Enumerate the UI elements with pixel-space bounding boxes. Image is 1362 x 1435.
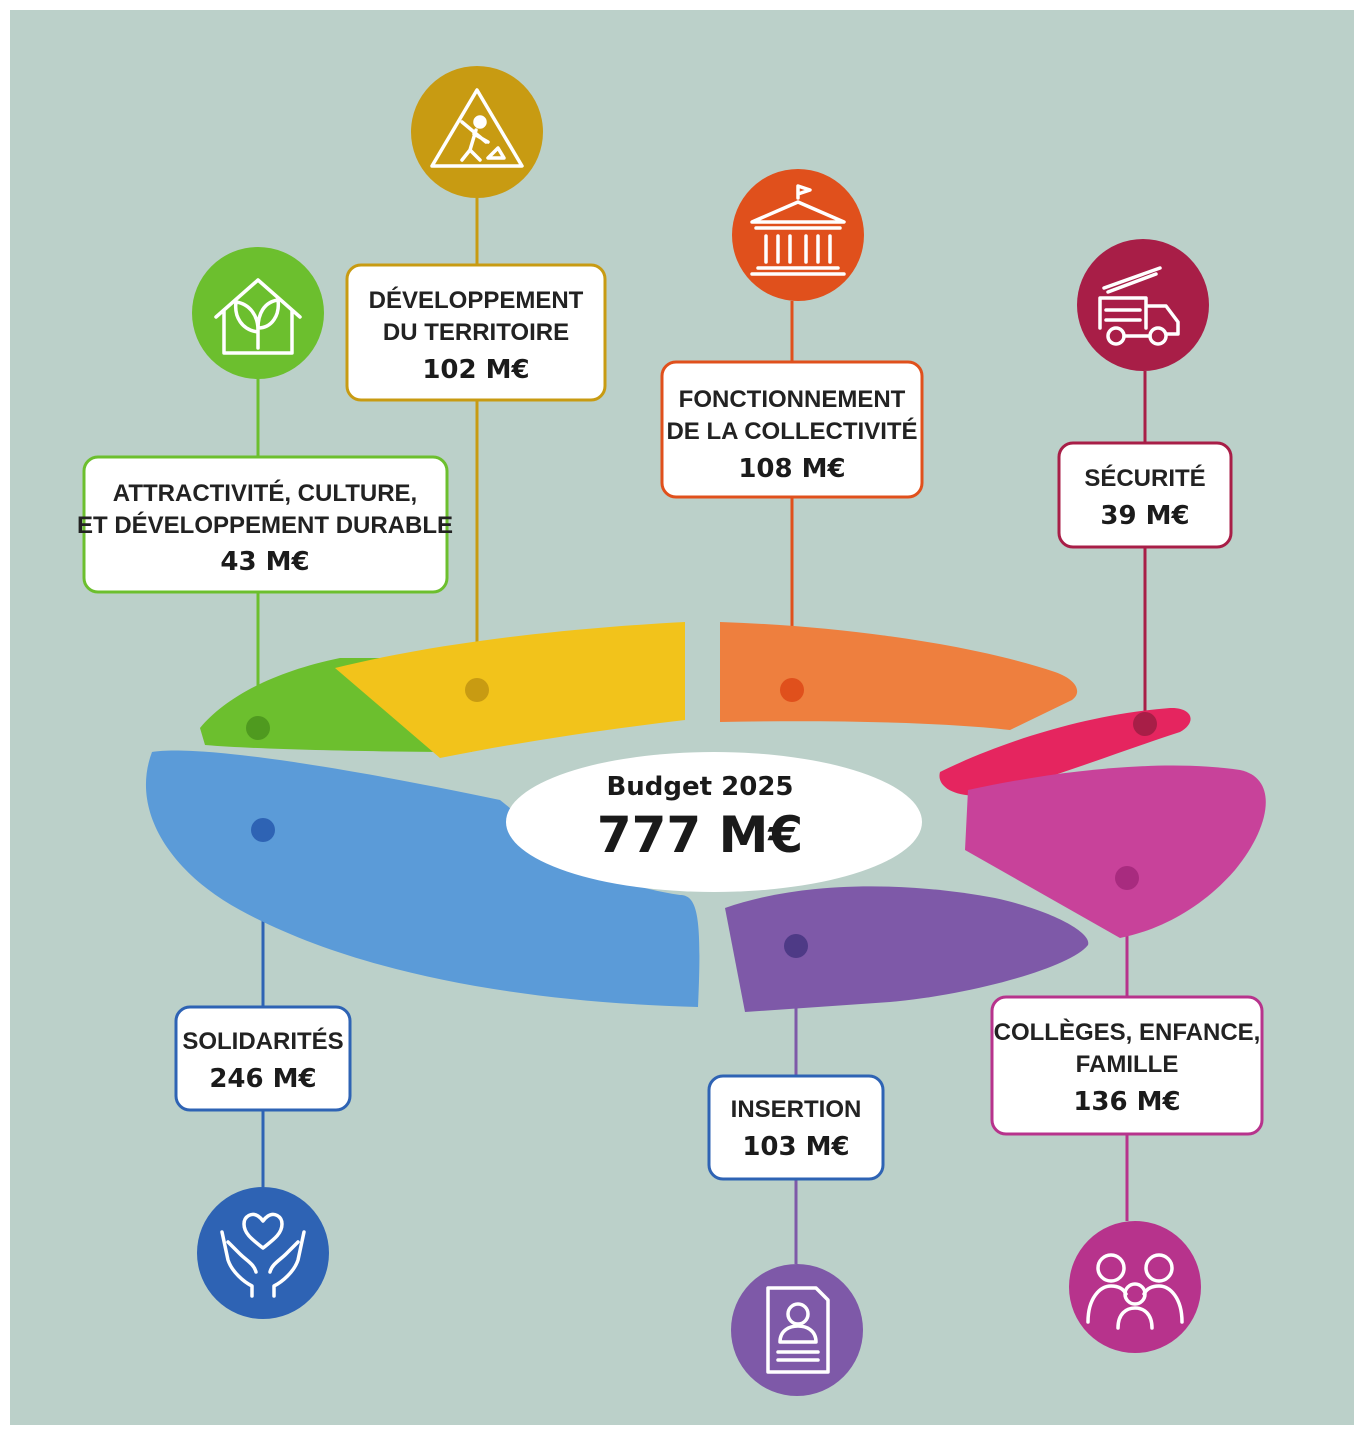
label-solidarites-value: 246 M€ bbox=[209, 1064, 316, 1094]
label-developpement-title-2: DU TERRITOIRE bbox=[383, 319, 569, 346]
label-colleges-title-1: COLLÈGES, ENFANCE, bbox=[994, 1018, 1261, 1046]
center-total: 777 M€ bbox=[597, 806, 803, 864]
center-title: Budget 2025 bbox=[606, 772, 793, 802]
family-icon bbox=[1069, 1221, 1201, 1353]
label-colleges: COLLÈGES, ENFANCE, FAMILLE 136 M€ bbox=[990, 995, 1264, 1136]
label-insertion-title: INSERTION bbox=[731, 1096, 862, 1123]
label-developpement: DÉVELOPPEMENT DU TERRITOIRE 102 M€ bbox=[345, 263, 607, 402]
label-fonctionnement-title-2: DE LA COLLECTIVITÉ bbox=[666, 417, 917, 445]
dot-securite bbox=[1133, 712, 1157, 736]
slice-insertion bbox=[725, 886, 1089, 1012]
category-labels: ATTRACTIVITÉ, CULTURE, ET DÉVELOPPEMENT … bbox=[77, 263, 1264, 1181]
center-ellipse bbox=[506, 752, 922, 892]
budget-chart: Budget 2025 777 M€ bbox=[77, 66, 1266, 1396]
category-icons bbox=[192, 66, 1209, 1396]
dot-solidarites bbox=[251, 818, 275, 842]
slice-dots bbox=[246, 678, 1157, 958]
label-securite-title: SÉCURITÉ bbox=[1084, 464, 1205, 492]
house-leaf-icon bbox=[192, 247, 324, 379]
dot-developpement bbox=[465, 678, 489, 702]
label-attractivite-value: 43 M€ bbox=[220, 547, 309, 577]
roadwork-sign-icon bbox=[411, 66, 543, 198]
label-developpement-value: 102 M€ bbox=[422, 355, 529, 385]
infographic-frame: Budget 2025 777 M€ bbox=[10, 10, 1354, 1425]
caring-hands-icon bbox=[197, 1187, 329, 1319]
label-fonctionnement: FONCTIONNEMENT DE LA COLLECTIVITÉ 108 M€ bbox=[660, 360, 924, 499]
slice-solidarites bbox=[145, 750, 700, 1007]
dot-colleges bbox=[1115, 866, 1139, 890]
fire-truck-icon bbox=[1077, 239, 1209, 371]
public-building-icon bbox=[732, 169, 864, 301]
label-securite: SÉCURITÉ 39 M€ bbox=[1057, 441, 1233, 549]
dot-attractivite bbox=[246, 716, 270, 740]
label-fonctionnement-title-1: FONCTIONNEMENT bbox=[679, 386, 906, 413]
label-colleges-title-2: FAMILLE bbox=[1076, 1051, 1179, 1078]
slice-colleges bbox=[965, 765, 1266, 938]
label-developpement-title-1: DÉVELOPPEMENT bbox=[369, 286, 584, 314]
dot-fonctionnement bbox=[780, 678, 804, 702]
label-attractivite: ATTRACTIVITÉ, CULTURE, ET DÉVELOPPEMENT … bbox=[77, 455, 453, 594]
label-attractivite-title-1: ATTRACTIVITÉ, CULTURE, bbox=[113, 479, 417, 507]
budget-slices bbox=[145, 622, 1266, 1012]
label-insertion: INSERTION 103 M€ bbox=[707, 1074, 885, 1181]
label-insertion-value: 103 M€ bbox=[742, 1132, 849, 1162]
slice-securite bbox=[939, 707, 1191, 796]
label-attractivite-title-2: ET DÉVELOPPEMENT DURABLE bbox=[77, 511, 453, 539]
label-solidarites-title: SOLIDARITÉS bbox=[182, 1027, 343, 1055]
slice-developpement bbox=[335, 622, 685, 758]
label-solidarites: SOLIDARITÉS 246 M€ bbox=[174, 1005, 352, 1112]
dot-insertion bbox=[784, 934, 808, 958]
label-fonctionnement-value: 108 M€ bbox=[738, 454, 845, 484]
resume-document-icon bbox=[731, 1264, 863, 1396]
label-securite-value: 39 M€ bbox=[1100, 501, 1189, 531]
slice-fonctionnement bbox=[720, 622, 1078, 730]
label-colleges-value: 136 M€ bbox=[1073, 1087, 1180, 1117]
